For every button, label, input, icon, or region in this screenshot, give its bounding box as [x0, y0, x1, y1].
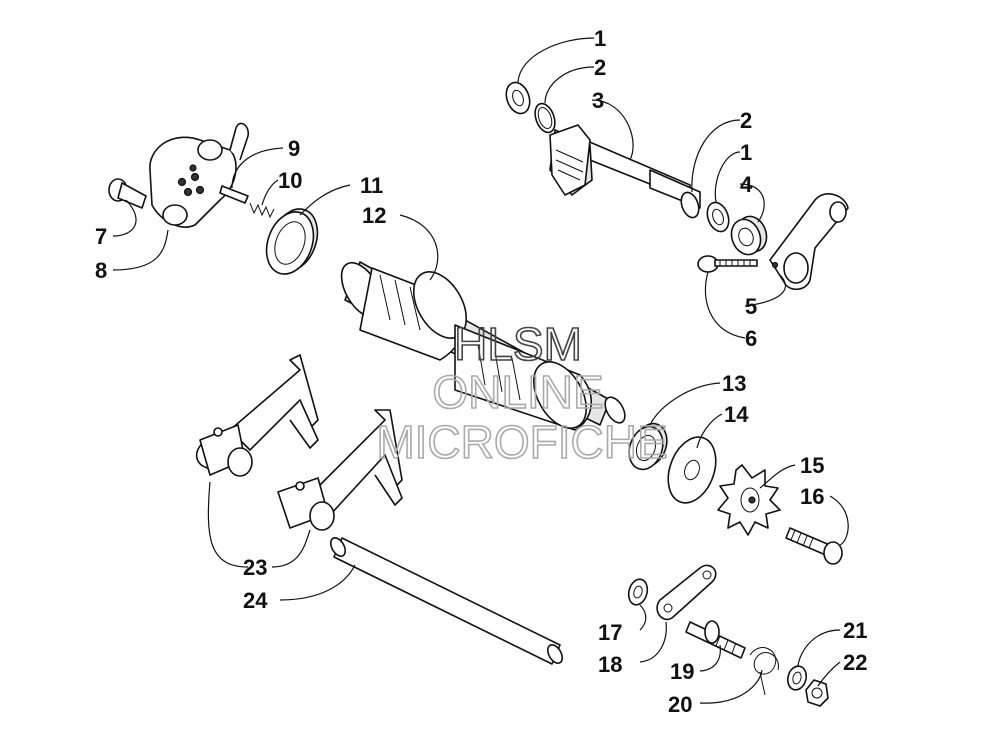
- callout-8: 8: [95, 258, 107, 283]
- housing-part-8: [149, 122, 250, 228]
- callout-9: 9: [288, 136, 300, 161]
- shift-drum-part-12: [340, 261, 626, 431]
- callout-24: 24: [243, 588, 268, 613]
- callout-5: 5: [745, 294, 757, 319]
- watermark-line-1: HLSM: [454, 318, 582, 370]
- leader-lines: [112, 37, 849, 704]
- callout-10: 10: [278, 168, 302, 193]
- callout-23: 23: [243, 555, 267, 580]
- circlip-part-2-top: [534, 102, 556, 134]
- callout-11: 11: [360, 173, 383, 198]
- spring-part-20: [749, 647, 779, 696]
- screw-part-6: [697, 255, 758, 273]
- bolt-part-7: [108, 178, 147, 209]
- callout-18: 18: [598, 652, 622, 677]
- plate-washer-part-14: [667, 436, 717, 504]
- callout-14: 14: [724, 402, 749, 427]
- callout-20: 20: [668, 692, 692, 717]
- watermark-line-2: ONLINE: [432, 366, 603, 418]
- callout-labels: 1 2 3 2 1 4 5 6 7 8 9 10 11 12 13 14 15 …: [95, 26, 867, 717]
- bearing-part-4: [730, 215, 768, 256]
- bolt-part-16: [785, 527, 843, 565]
- callout-19: 19: [670, 659, 694, 684]
- callout-2-right: 2: [740, 108, 752, 133]
- nut-part-22: [805, 679, 829, 707]
- fork-shaft-part-24: [329, 537, 564, 665]
- washer-part-13: [628, 422, 668, 471]
- callout-15: 15: [800, 453, 824, 478]
- washer-part-11: [265, 208, 319, 275]
- shift-fork-part-23-upper: [195, 354, 319, 477]
- callout-7: 7: [95, 224, 107, 249]
- washer-part-1-right: [706, 201, 730, 233]
- callout-17: 17: [598, 620, 622, 645]
- shift-lever-part-5: [769, 193, 849, 291]
- star-cam-part-15: [717, 464, 781, 536]
- callout-2-top: 2: [594, 55, 606, 80]
- callout-12: 12: [362, 203, 386, 228]
- plate-part-18: [656, 564, 717, 621]
- callout-1-top: 1: [594, 26, 606, 51]
- callout-4: 4: [740, 172, 753, 197]
- washer-part-21: [786, 665, 808, 691]
- watermark-line-3: MICROFICHE: [376, 416, 667, 468]
- callout-21: 21: [843, 618, 867, 643]
- watermark: HLSM ONLINE MICROFICHE: [376, 317, 669, 469]
- washer-part-1-top: [505, 81, 531, 115]
- callout-16: 16: [800, 484, 824, 509]
- washer-part-17: [627, 578, 649, 606]
- callout-3: 3: [592, 88, 604, 113]
- spring-part-10: [249, 202, 275, 219]
- shift-fork-part-23-lower: [277, 409, 403, 531]
- callout-6: 6: [745, 326, 757, 351]
- circlip-part-2-right: [680, 191, 700, 219]
- pin-part-9: [219, 185, 249, 204]
- callout-13: 13: [722, 371, 746, 396]
- gear-shaft-part-3: [549, 124, 701, 209]
- callout-22: 22: [843, 650, 867, 675]
- callout-1-right: 1: [740, 140, 752, 165]
- stud-part-19: [685, 620, 746, 659]
